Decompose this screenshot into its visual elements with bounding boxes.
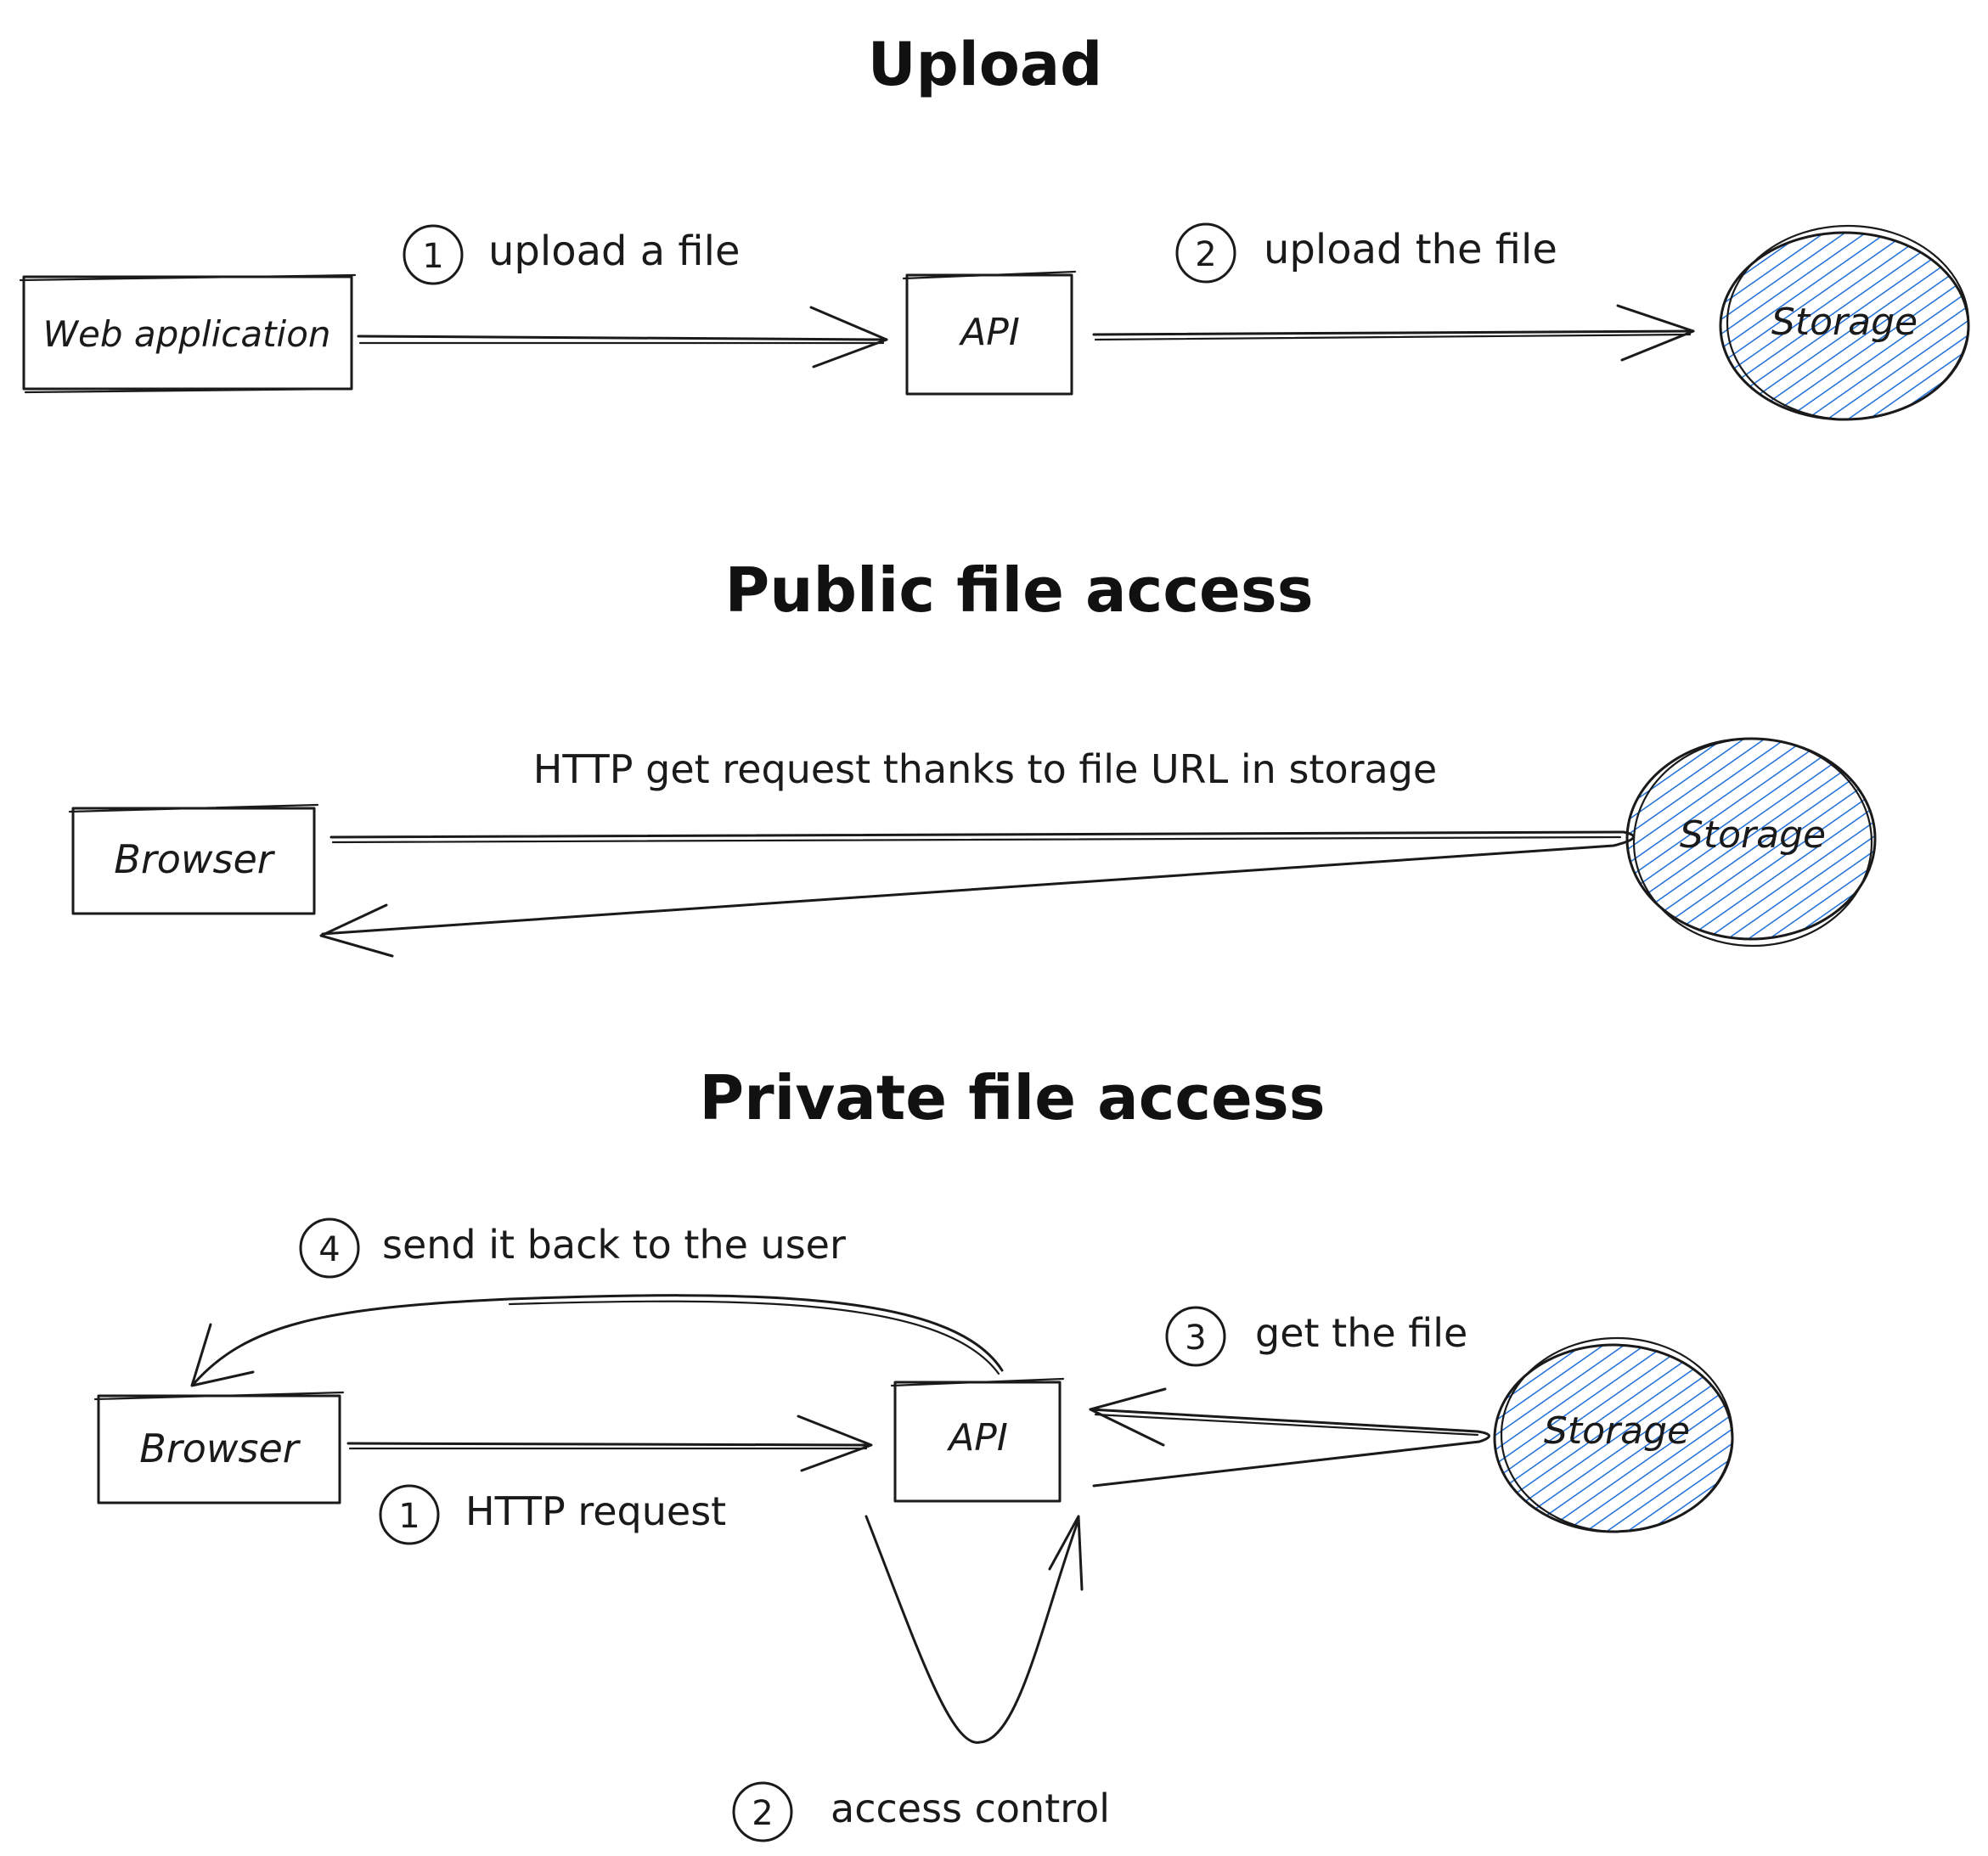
- private-step1-badge: 1: [379, 1484, 440, 1545]
- upload-arrow-2: [1092, 304, 1695, 362]
- upload-step1-badge: 1: [403, 224, 464, 285]
- private-step1-label: HTTP request: [465, 1488, 726, 1534]
- private-step2-badge: 2: [732, 1781, 793, 1842]
- public-storage-node: Storage: [1625, 737, 1877, 948]
- public-request-label: HTTP get request thanks to file URL in s…: [533, 746, 1437, 792]
- private-api-label: API: [946, 1416, 1008, 1459]
- private-browser-node: Browser: [93, 1391, 345, 1504]
- private-step3-label: get the file: [1255, 1310, 1467, 1356]
- private-storage-node: Storage: [1493, 1336, 1734, 1533]
- upload-storage-label: Storage: [1771, 301, 1918, 344]
- private-arrow-4: [190, 1294, 1004, 1387]
- upload-api-label: API: [958, 311, 1020, 354]
- private-api-node: API: [890, 1377, 1065, 1503]
- private-step4-badge: 4: [299, 1218, 360, 1279]
- private-arrow-1: [346, 1414, 873, 1472]
- upload-step2-label: upload the file: [1264, 226, 1557, 273]
- private-arrow-3: [1089, 1387, 1490, 1488]
- upload-step2-badge: 2: [1175, 222, 1236, 284]
- upload-api-node: API: [902, 270, 1077, 396]
- private-step2-label: access control: [831, 1786, 1110, 1831]
- public-browser-node: Browser: [68, 803, 319, 915]
- private-browser-label: Browser: [139, 1426, 301, 1471]
- private-section-title: Private file access: [699, 1062, 1325, 1133]
- web-application-label: Web application: [42, 313, 330, 355]
- private-step4-label: send it back to the user: [382, 1222, 846, 1268]
- private-storage-label: Storage: [1544, 1409, 1690, 1453]
- svg-text:3: 3: [1185, 1319, 1206, 1358]
- web-application-node: Web application: [19, 273, 357, 394]
- public-section-title: Public file access: [724, 554, 1313, 626]
- svg-text:2: 2: [752, 1794, 773, 1833]
- svg-text:1: 1: [422, 237, 443, 276]
- svg-text:4: 4: [318, 1230, 340, 1269]
- public-request-arrow: [319, 830, 1635, 958]
- public-browser-label: Browser: [114, 836, 276, 882]
- private-step3-badge: 3: [1165, 1306, 1226, 1367]
- upload-section-title: Upload: [868, 30, 1102, 99]
- svg-text:1: 1: [398, 1497, 420, 1536]
- public-storage-label: Storage: [1680, 813, 1826, 857]
- svg-text:2: 2: [1195, 235, 1216, 274]
- upload-step1-label: upload a file: [488, 228, 741, 275]
- upload-arrow-1: [357, 306, 888, 368]
- private-arrow-2-loop: [864, 1515, 1084, 1744]
- upload-storage-node: Storage: [1719, 224, 1970, 421]
